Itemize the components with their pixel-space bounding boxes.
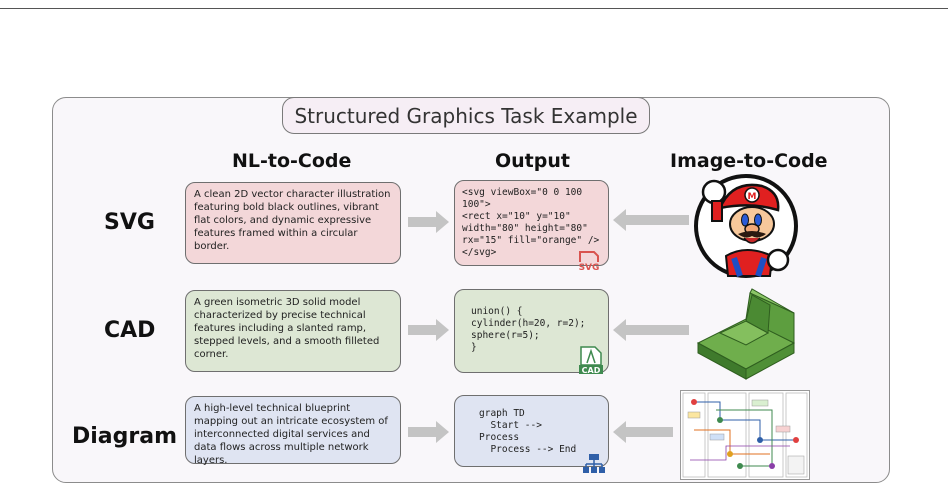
arrow-nl-to-output-cad [408,319,449,341]
arrow-image-to-output-svg [613,209,689,231]
cad-file-icon: CAD [579,346,603,375]
column-header-nl-to-code: NL-to-Code [232,150,352,172]
row-label-svg: SVG [104,210,155,235]
row-label-cad: CAD [104,318,156,343]
cad-model-image [696,288,796,380]
svg-description: A clean 2D vector character illustration… [185,182,401,264]
column-header-output: Output [495,150,570,172]
flowchart-icon [583,454,605,473]
mario-image: M [694,174,798,278]
arrow-image-to-output-cad [613,319,689,341]
svg-badge-label: SVG [579,263,600,272]
arrow-nl-to-output-diagram [408,421,449,443]
cad-badge-label: CAD [582,366,601,375]
cad-description: A green isometric 3D solid model charact… [185,290,401,372]
row-label-diagram: Diagram [72,424,178,449]
diagram-description: A high-level technical blueprint mapping… [185,396,401,466]
diagram-image [680,390,810,480]
diagram-code-output: graph TD Start --> Process Process --> E… [454,395,609,467]
svg-file-icon: SVG [579,251,600,272]
top-rule [0,8,948,9]
svg-text:M: M [748,192,757,202]
arrow-nl-to-output-svg [408,211,449,233]
panel-title: Structured Graphics Task Example [282,97,650,134]
column-header-image-to-code: Image-to-Code [670,150,828,172]
arrow-image-to-output-diagram [613,421,673,443]
